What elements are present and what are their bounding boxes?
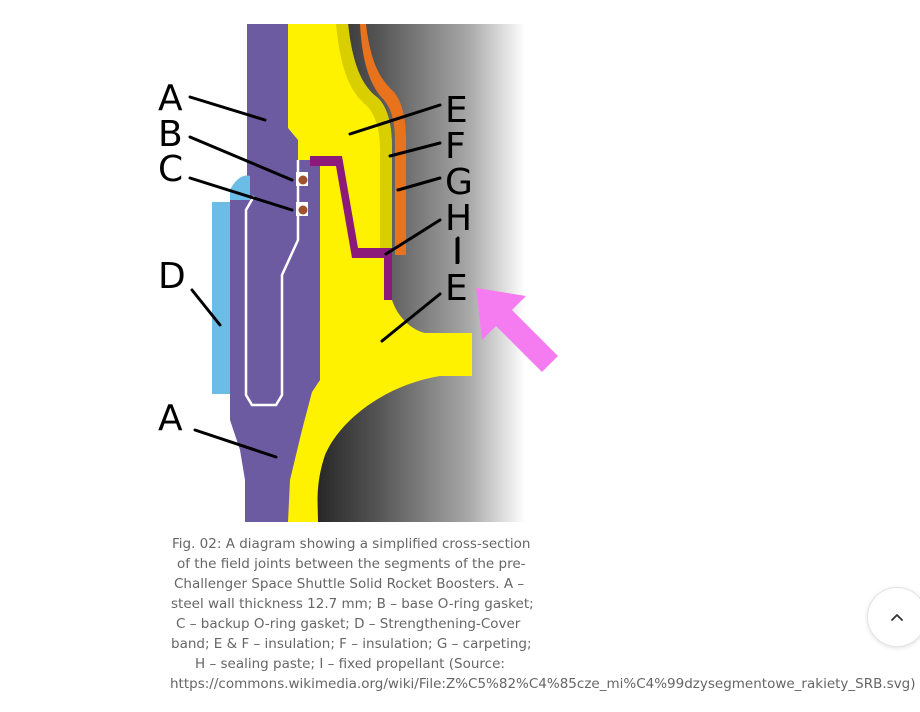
label-d: D	[158, 256, 186, 297]
caption-line: steel wall thickness 12.7 mm; B – base O…	[171, 596, 534, 612]
sealing-paste	[310, 156, 392, 300]
strengthening-band	[212, 202, 230, 394]
label-a-top: A	[158, 78, 183, 119]
highlight-arrow	[476, 288, 558, 372]
carpeting	[360, 24, 406, 255]
leader-a-top	[188, 95, 267, 122]
caption-line: Fig. 02: A diagram showing a simplified …	[172, 536, 531, 552]
label-a-bottom: A	[158, 398, 183, 439]
label-c: C	[158, 149, 183, 190]
label-g: G	[445, 162, 473, 203]
clevis-slot	[244, 160, 300, 407]
caption-line: band; E & F – insulation; F – insulation…	[171, 636, 532, 652]
label-f: F	[445, 126, 466, 167]
label-e-top: E	[445, 90, 468, 131]
leader-f	[388, 141, 442, 158]
leader-lines	[188, 95, 460, 459]
label-i: I	[452, 232, 463, 273]
label-e-bottom: E	[445, 268, 468, 309]
steel-case-upper	[230, 24, 320, 522]
caption-line: C – backup O-ring gasket; D – Strengthen…	[176, 616, 521, 632]
leader-e-bottom	[380, 292, 442, 343]
leader-d	[190, 288, 222, 327]
o-ring-c	[298, 205, 308, 215]
chevron-up-icon	[891, 614, 903, 621]
insulation-f	[336, 24, 392, 255]
label-h: H	[445, 198, 472, 239]
leader-b	[188, 135, 294, 182]
insulation-e	[288, 24, 472, 522]
caption-line: H – sealing paste; I – fixed propellant …	[195, 656, 505, 672]
leader-g	[396, 176, 442, 192]
caption-source-link[interactable]: https://commons.wikimedia.org/wiki/File:…	[170, 676, 916, 692]
scroll-to-top-button[interactable]	[867, 587, 920, 647]
leader-c	[188, 176, 294, 212]
o-ring-b	[298, 175, 308, 185]
leader-h	[384, 218, 442, 256]
caption-line: of the field joints between the segments…	[177, 556, 526, 572]
label-b: B	[158, 114, 183, 155]
leader-e-top	[348, 103, 442, 136]
caption-line: Challenger Space Shuttle Solid Rocket Bo…	[174, 576, 525, 592]
leader-a-bottom	[193, 428, 278, 459]
figure-caption: Fig. 02: A diagram showing a simplified …	[160, 534, 916, 694]
